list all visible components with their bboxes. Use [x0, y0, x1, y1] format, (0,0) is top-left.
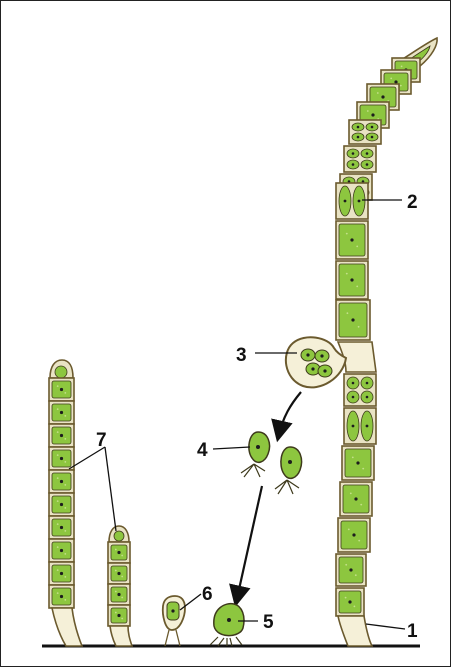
filament-cell [49, 378, 74, 401]
filament-cell [108, 542, 130, 563]
label-6: 6 [202, 584, 213, 605]
filament-cell [49, 401, 74, 424]
filament-cell [336, 221, 368, 259]
filament-cell [340, 482, 372, 516]
label-5: 5 [263, 612, 274, 633]
filament-cell [49, 424, 74, 447]
filament-cell [342, 446, 374, 480]
tall-filament [49, 360, 82, 646]
short-filament [108, 526, 132, 646]
zoosporangium [286, 337, 346, 387]
zoospore [241, 432, 270, 477]
filament-cell [336, 554, 366, 586]
filament-cell [49, 447, 74, 470]
filament-cell [336, 183, 368, 219]
filament-cell [344, 408, 376, 444]
filament-cell [49, 470, 74, 493]
label-4: 4 [197, 440, 208, 461]
filament-cell [344, 374, 376, 406]
large-filament [336, 38, 437, 646]
filament-cell [344, 146, 376, 172]
arrow-release [278, 392, 301, 438]
filament-cell [336, 261, 368, 299]
filament-cell [108, 584, 130, 605]
young-filament [163, 596, 185, 646]
filament-cell [49, 539, 74, 562]
zoospore [275, 447, 302, 494]
germinating-zoospore [210, 604, 244, 646]
filament-cell [108, 563, 130, 584]
filament-cell [349, 120, 381, 144]
filament-cell [336, 300, 370, 340]
filament-cell [49, 562, 74, 585]
label-3: 3 [236, 345, 247, 366]
filament-cell [338, 518, 370, 552]
filament-cell [49, 493, 74, 516]
filament-cell [336, 588, 364, 616]
label-1: 1 [407, 621, 418, 642]
arrow-settle [236, 486, 262, 603]
filament-cell [49, 516, 74, 539]
filament-cell [108, 605, 130, 626]
label-7: 7 [96, 430, 107, 451]
label-2: 2 [407, 192, 418, 213]
filament-cell [49, 585, 74, 608]
